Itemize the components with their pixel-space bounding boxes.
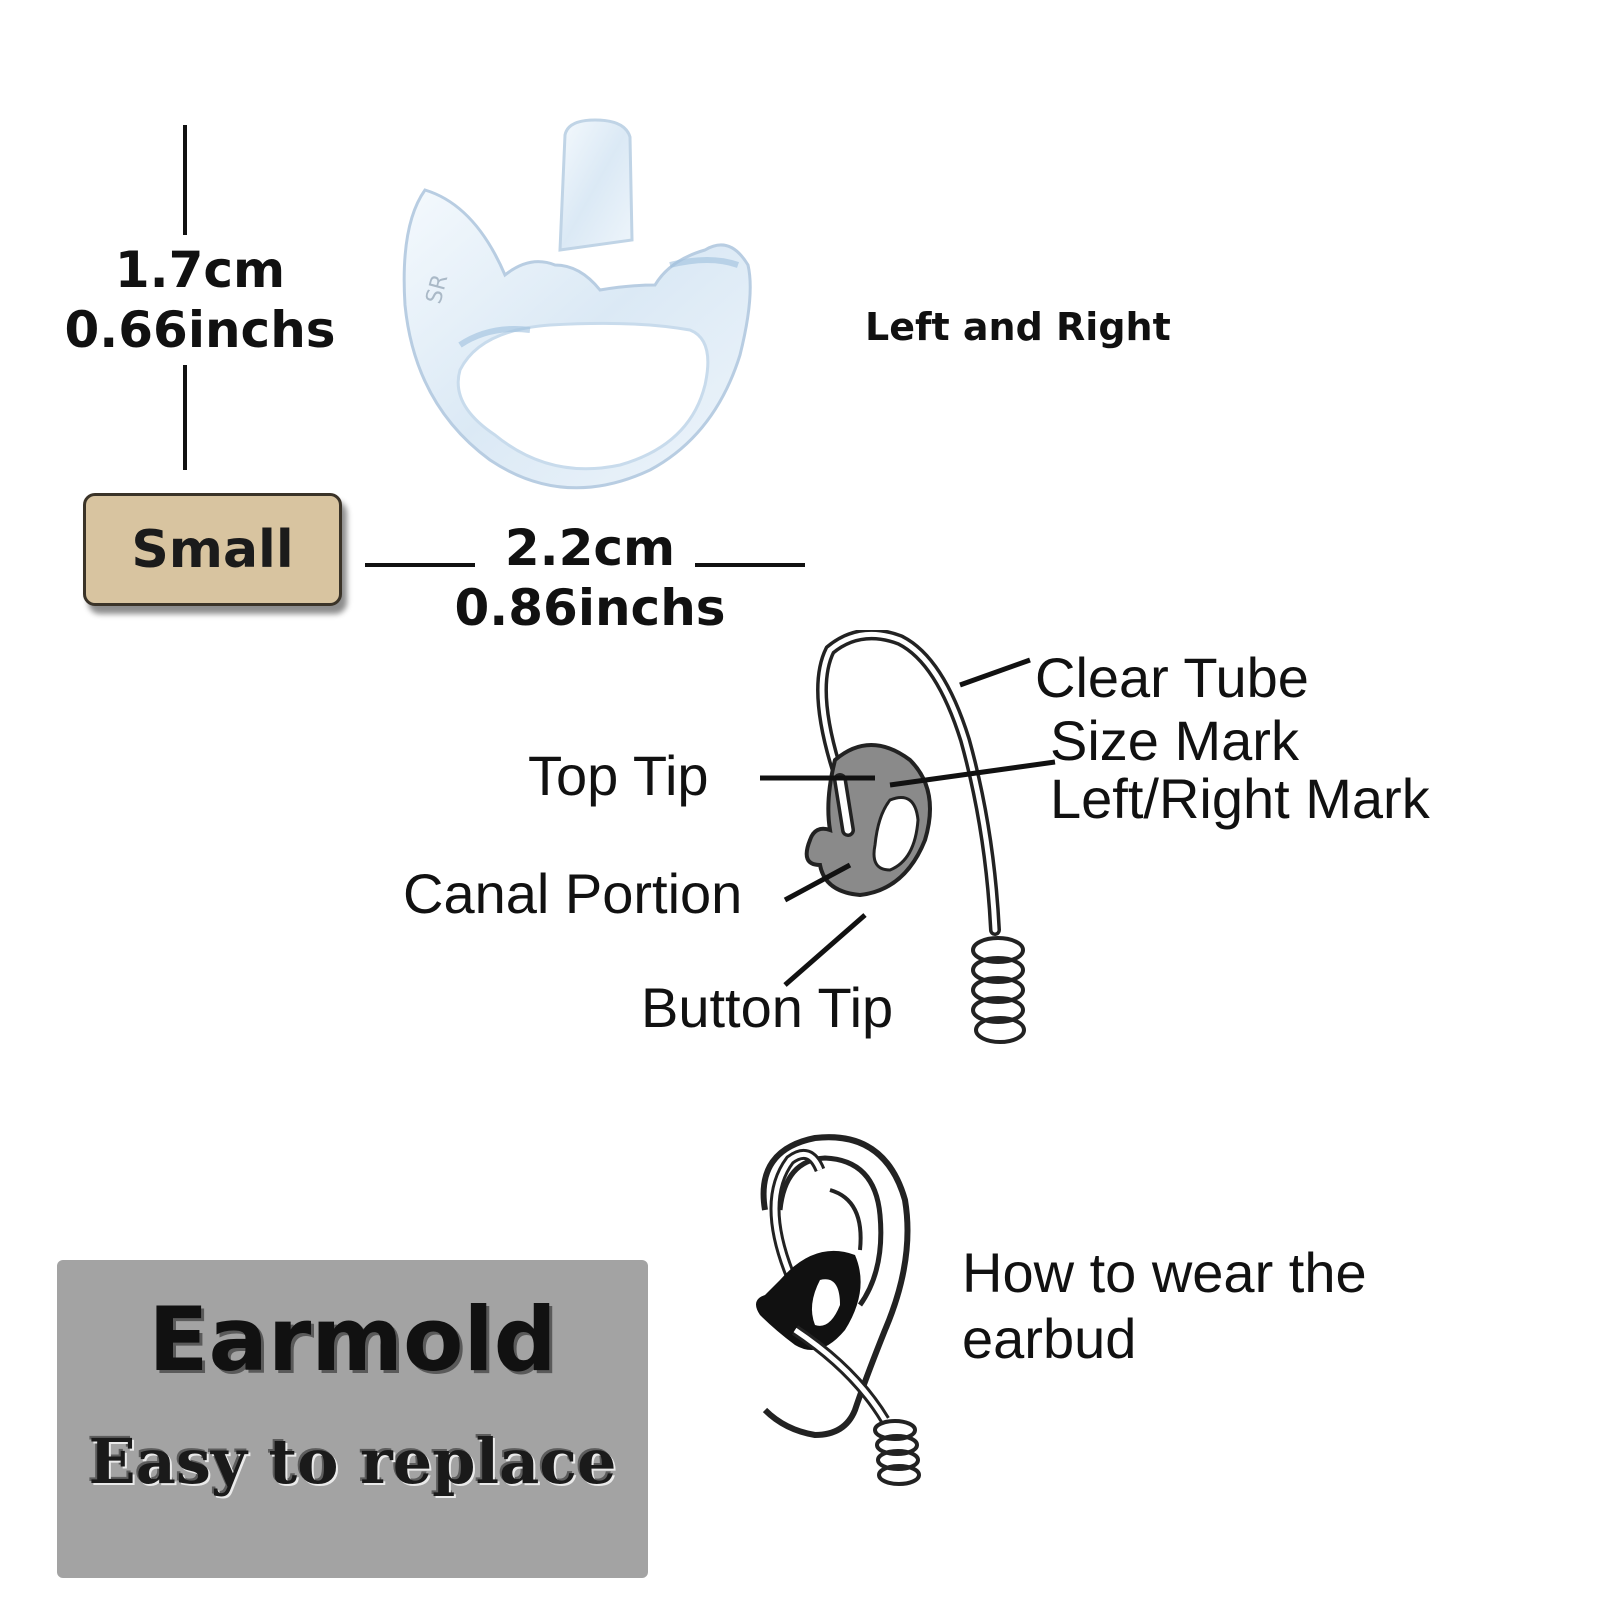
earmold-image: SR <box>402 118 752 490</box>
side-label: Left and Right <box>865 305 1171 349</box>
promo-subtitle: Easy to replace <box>88 1425 617 1498</box>
promo-title: Earmold <box>148 1288 557 1391</box>
width-dimension-line <box>365 563 805 567</box>
label-clear-tube: Clear Tube <box>1035 646 1309 709</box>
height-dimension-line <box>183 125 187 470</box>
label-left-right-mark: Left/Right Mark <box>1050 767 1430 830</box>
wear-instruction: How to wear the earbud <box>962 1240 1367 1372</box>
label-canal-portion: Canal Portion <box>403 862 743 925</box>
label-top-tip: Top Tip <box>528 744 709 807</box>
label-size-mark: Size Mark <box>1050 709 1299 772</box>
width-in: 0.86inchs <box>454 579 726 637</box>
wear-line-2: earbud <box>962 1307 1137 1370</box>
width-cm: 2.2cm <box>504 519 676 577</box>
earmold-promo-box: Earmold Easy to replace <box>57 1260 648 1578</box>
ear-illustration <box>756 1134 921 1486</box>
label-button-tip: Button Tip <box>641 976 894 1039</box>
height-in: 0.66inchs <box>64 301 336 359</box>
height-label: 1.7cm 0.66inchs <box>50 240 350 360</box>
leader-lines <box>760 657 1056 987</box>
size-badge: Small <box>83 493 342 606</box>
width-label: 2.2cm 0.86inchs <box>440 518 740 638</box>
wear-line-1: How to wear the <box>962 1241 1367 1304</box>
height-cm: 1.7cm <box>114 241 286 299</box>
